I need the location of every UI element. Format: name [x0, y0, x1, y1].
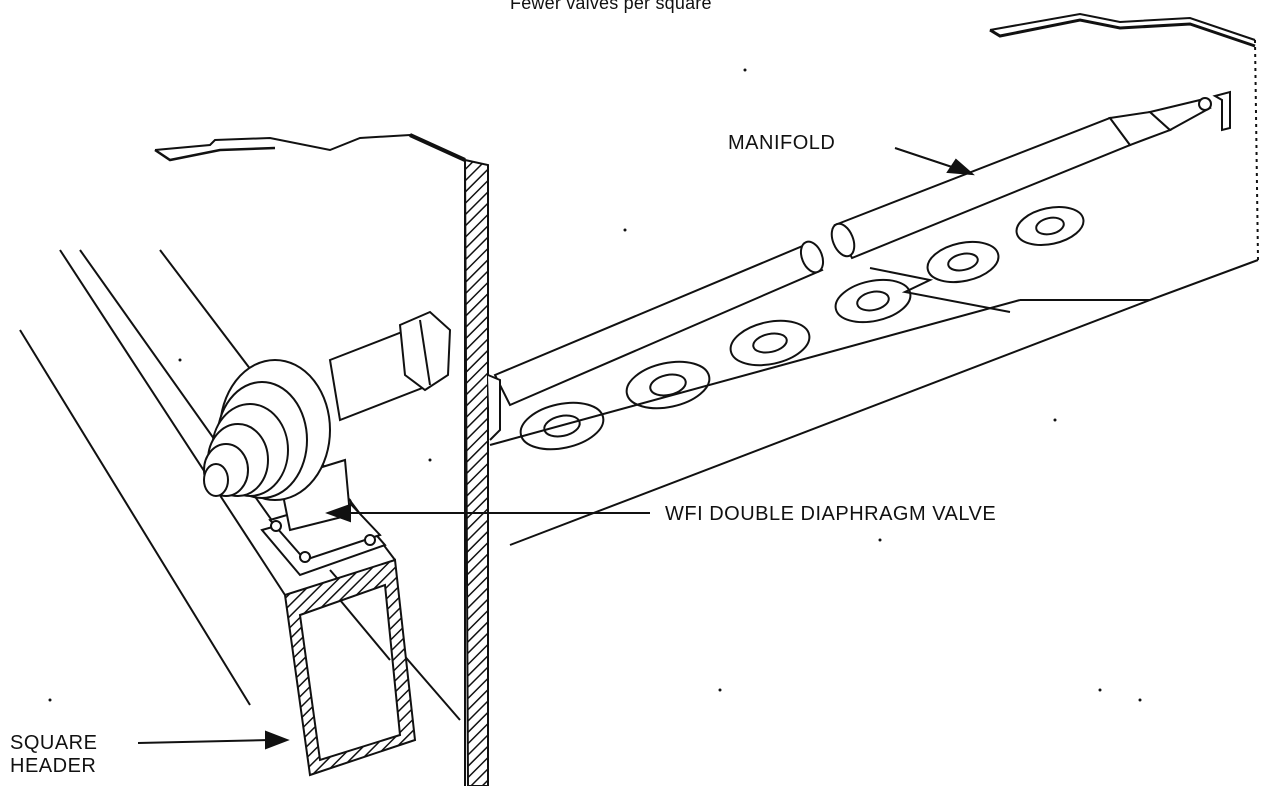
manifold-label: MANIFOLD: [728, 132, 836, 154]
header-label-line1: SQUARE: [10, 732, 98, 754]
valve-rings: [519, 206, 1085, 451]
leader-lines: [137, 147, 975, 750]
valve-label: WFI DOUBLE DIAPHRAGM VALVE: [665, 503, 997, 525]
header-label-line2: HEADER: [10, 755, 97, 777]
valve-assembly: [203, 310, 452, 577]
manifold-pipe: [493, 90, 1231, 407]
left-wall: [154, 133, 501, 786]
square-header: [19, 249, 461, 777]
annotation-dots: [48, 68, 1142, 702]
break-mark: [869, 267, 1011, 313]
caption-top: Fewer valves per square: [510, 0, 712, 13]
